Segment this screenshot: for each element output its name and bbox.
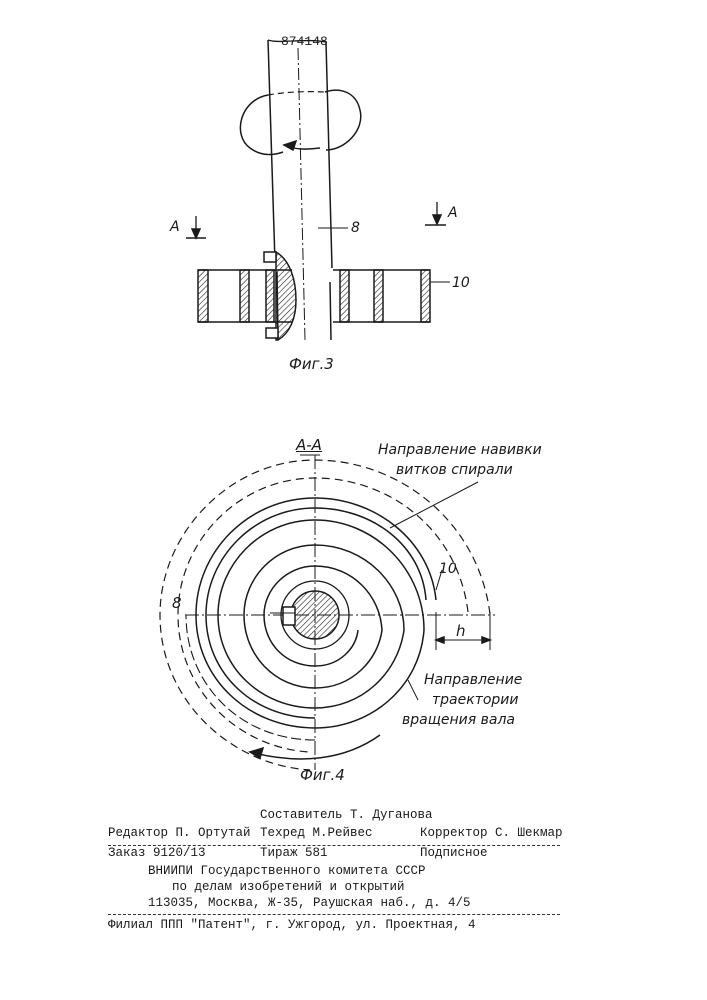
fig3-label-shaft: 8: [351, 220, 360, 236]
colophon-order: Заказ 9120/13: [108, 846, 206, 860]
fig4-winding-direction-line1: Направление навивки: [378, 442, 542, 458]
spiral-10-section: [198, 252, 430, 340]
colophon-subscription: Подписное: [420, 846, 488, 860]
colophon-corrector: Корректор С. Шекмар: [420, 826, 563, 840]
fig4-label-pitch: h: [456, 622, 466, 640]
colophon-org-line1: ВНИИПИ Государственного комитета СССР: [148, 864, 426, 878]
colophon-org-line3: 113035, Москва, Ж-35, Раушская наб., д. …: [148, 896, 471, 910]
fig4-label-shaft: 8: [172, 594, 182, 612]
fig3-arrowhead: [284, 141, 296, 150]
patent-number: 874148: [281, 34, 328, 49]
colophon-tech-editor: Техред М.Рейвес: [260, 826, 373, 840]
fig4-section-title: А-А: [296, 436, 322, 454]
fig4-rotation-direction-line2: траектории: [432, 692, 519, 708]
colophon-editor: Редактор П. Ортутай: [108, 826, 251, 840]
fig4-rotation-direction-line3: вращения вала: [402, 712, 515, 728]
colophon-circulation: Тираж 581: [260, 846, 328, 860]
fig3-label-spiral: 10: [452, 275, 470, 291]
fig4-winding-direction-line2: витков спирали: [396, 462, 513, 478]
fig3-section-mark-left: А: [170, 219, 180, 235]
fig3-section-mark-right: А: [448, 205, 458, 221]
colophon-org-line2: по делам изобретений и открытий: [172, 880, 405, 894]
colophon-compiler: Составитель Т. Дуганова: [260, 808, 433, 822]
fig4-caption: Фиг.4: [300, 766, 345, 784]
figure-3: [186, 40, 450, 340]
fig4-rotation-direction-line1: Направление: [424, 672, 522, 688]
fig3-body-dashed: [268, 92, 325, 95]
colophon-rule-2: [108, 914, 560, 915]
fig3-caption: Фиг.3: [289, 355, 334, 373]
fig4-label-spiral: 10: [439, 561, 457, 577]
colophon-branch: Филиал ППП "Патент", г. Ужгород, ул. Про…: [108, 918, 476, 932]
